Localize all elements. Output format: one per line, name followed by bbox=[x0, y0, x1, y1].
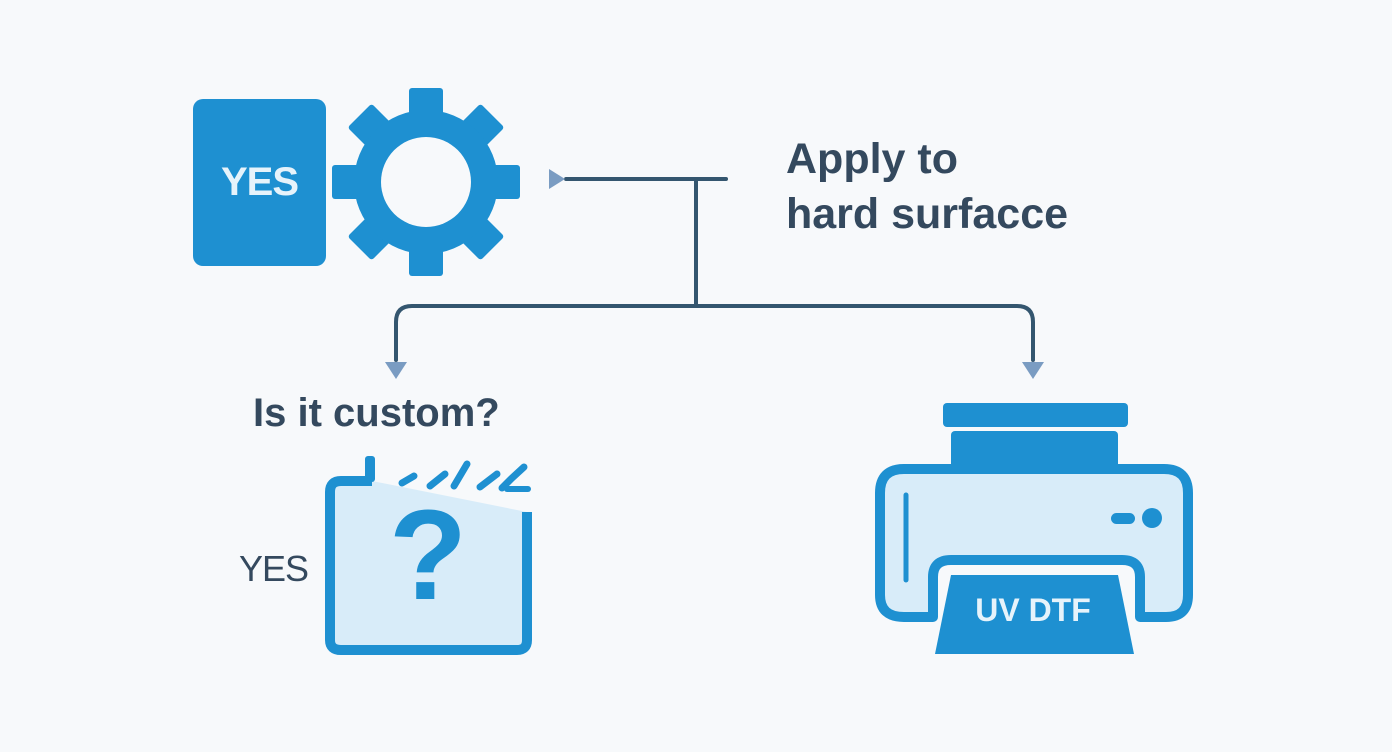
apply-label-line2: hard surfacce bbox=[786, 190, 1069, 238]
uv-dtf-label: UV DTF bbox=[975, 592, 1091, 628]
gear-icon bbox=[332, 88, 520, 276]
connector-lines bbox=[394, 177, 1035, 362]
svg-text:?: ? bbox=[389, 484, 467, 627]
left-arrow-head bbox=[385, 362, 407, 379]
apply-to-hard-surface-label: Apply to hard surfacce bbox=[786, 132, 1068, 242]
yes-answer-label: YES bbox=[239, 548, 309, 589]
printer-icon bbox=[875, 403, 1193, 654]
yes-start-label: YES bbox=[220, 160, 299, 204]
right-arrow-head bbox=[1022, 362, 1044, 379]
start-arrow-head bbox=[549, 169, 565, 189]
apply-label-line1: Apply to bbox=[786, 135, 958, 183]
yes-start-badge: YES bbox=[193, 99, 326, 266]
is-it-custom-label: Is it custom? bbox=[253, 391, 500, 435]
calendar-question-icon: ? bbox=[325, 456, 532, 655]
